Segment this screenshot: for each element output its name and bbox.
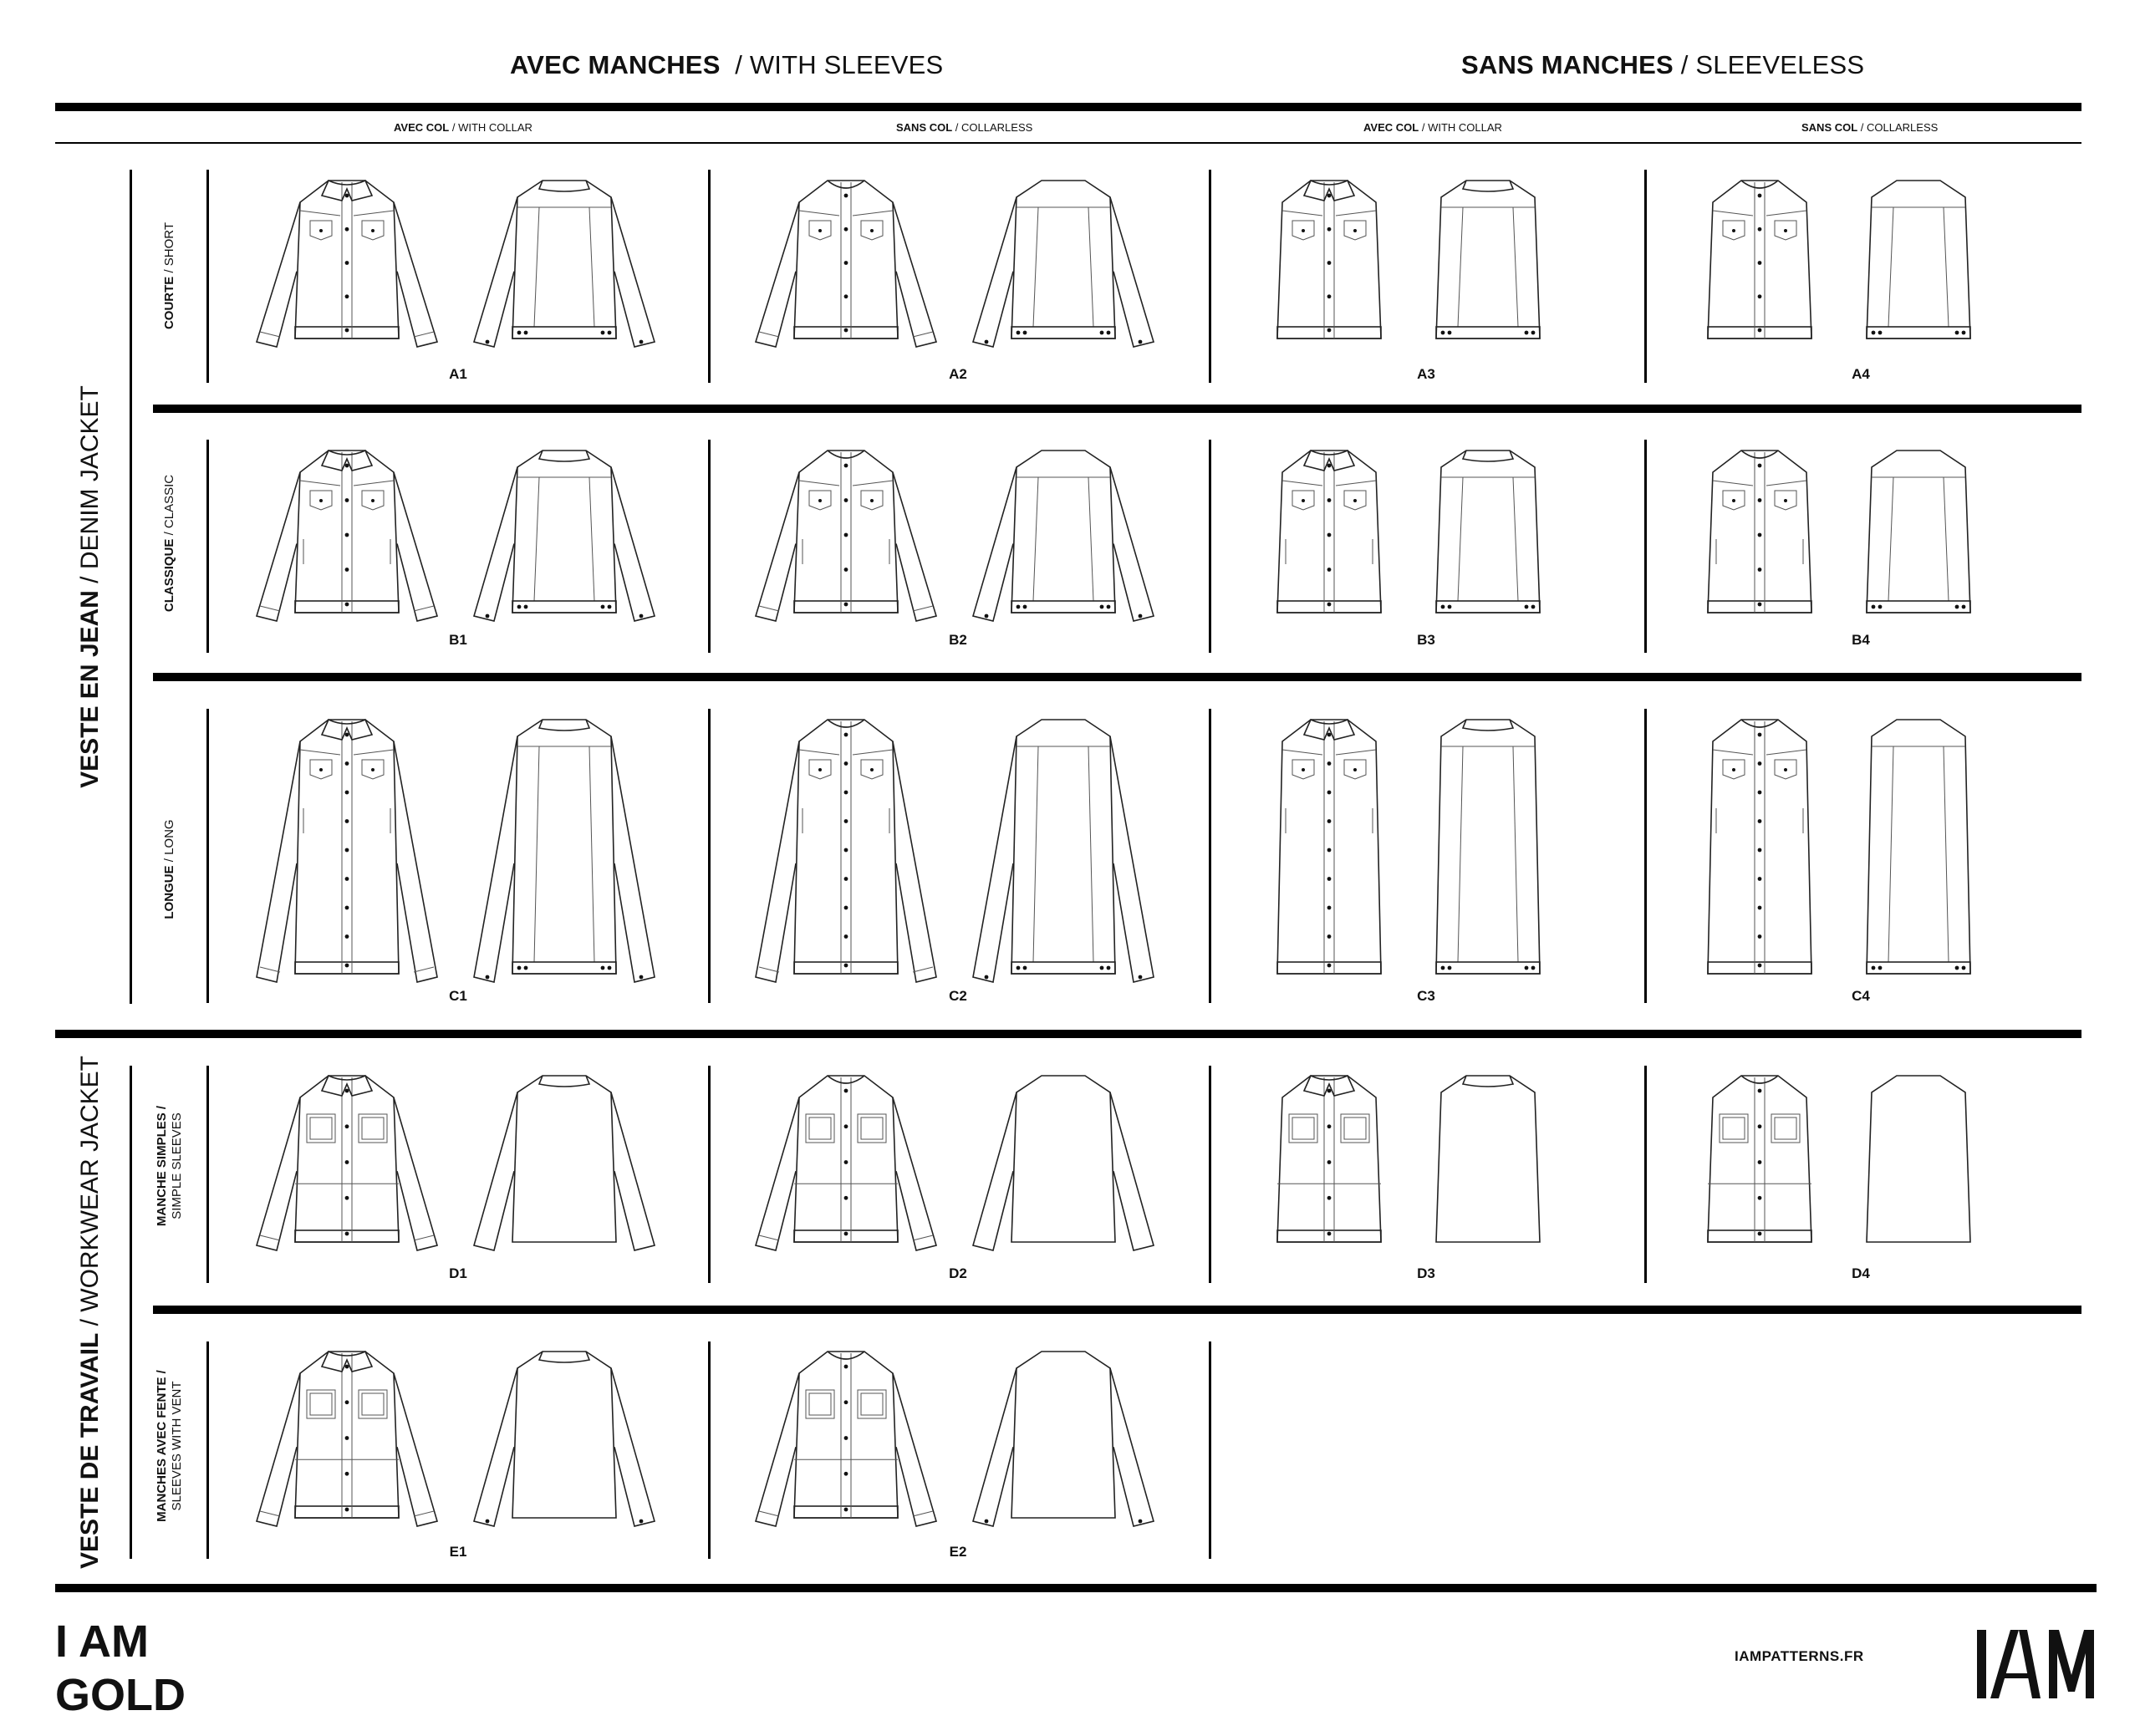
jacket-front-view: [1276, 449, 1382, 613]
cell-divider: [206, 1066, 209, 1283]
cell-divider: [1209, 170, 1211, 383]
jacket-back-view: [472, 180, 656, 348]
code-label: A3: [1417, 366, 1435, 382]
code-label: B1: [449, 632, 467, 648]
row-label-classic: CLASSIQUE / CLASSIC: [162, 474, 176, 613]
code-label: C2: [949, 988, 967, 1004]
jacket-front-view: [754, 180, 938, 348]
row-label-long: LONGUE / LONG: [162, 819, 176, 919]
jacket-front-view: [256, 718, 438, 983]
jacket-back-view: [473, 1351, 655, 1527]
cell-divider: [206, 440, 209, 653]
jacket-front-view: [1276, 179, 1382, 339]
cell-divider: [1644, 440, 1647, 653]
subheader-collarless-1: SANS COL / COLLARLESS: [896, 121, 1033, 134]
jacket-front-view: [1276, 1074, 1382, 1243]
top-thick-rule: [55, 103, 2081, 111]
cell-divider: [708, 440, 711, 653]
row-label-simple-sleeves: MANCHE SIMPLES /SIMPLE SLEEVES: [155, 1105, 184, 1227]
denim-group-line: [130, 170, 132, 1004]
group-label-workwear: VESTE DE TRAVAIL / WORKWEAR JACKET: [76, 1056, 104, 1569]
subheader-collarless-2: SANS COL / COLLARLESS: [1801, 121, 1939, 134]
code-label: B4: [1852, 632, 1870, 648]
code-label: D3: [1417, 1265, 1435, 1281]
row-separator-ab: [153, 405, 2081, 413]
jacket-front-view: [1707, 1075, 1812, 1243]
row-label-short: COURTE / SHORT: [162, 221, 176, 330]
jacket-front-view: [1707, 180, 1812, 339]
jacket-back-view: [1435, 450, 1541, 613]
code-label: C3: [1417, 988, 1435, 1004]
code-label: C4: [1852, 988, 1870, 1004]
jacket-front-view: [1707, 719, 1812, 975]
iam-logo: [1977, 1630, 2094, 1698]
code-label: A2: [949, 366, 967, 382]
cell-divider: [206, 709, 209, 1003]
cell-divider: [206, 1341, 209, 1559]
group-label-denim: VESTE EN JEAN / DENIM JACKET: [76, 385, 104, 788]
jacket-back-view: [1435, 180, 1541, 339]
jacket-front-view: [754, 1075, 938, 1251]
jacket-back-view: [971, 450, 1155, 622]
jacket-back-view: [1435, 1075, 1541, 1243]
jacket-back-view: [972, 719, 1154, 983]
jacket-front-view: [755, 719, 937, 983]
header-with-sleeves: AVEC MANCHES / WITH SLEEVES: [510, 50, 944, 79]
jacket-back-view: [1866, 450, 1971, 613]
cell-divider: [708, 170, 711, 383]
jacket-front-view: [255, 179, 439, 348]
jacket-back-view: [472, 450, 656, 622]
code-label: B3: [1417, 632, 1435, 648]
row-separator-de: [153, 1306, 2081, 1314]
cell-divider: [708, 1341, 711, 1559]
jacket-front-view: [754, 1351, 938, 1527]
cell-divider: [1644, 170, 1647, 383]
jacket-front-view: [255, 449, 439, 622]
jacket-back-view: [972, 1351, 1154, 1527]
code-label: C1: [449, 988, 467, 1004]
group-separator: [55, 1030, 2081, 1038]
code-label: B2: [949, 632, 967, 648]
jacket-back-view: [1866, 1075, 1971, 1243]
bottom-thick-rule: [55, 1584, 2097, 1592]
cell-divider: [206, 170, 209, 383]
cell-divider: [708, 709, 711, 1003]
jacket-front-view: [255, 1350, 439, 1527]
jacket-back-view: [1435, 719, 1541, 975]
cell-divider: [708, 1066, 711, 1283]
cell-divider: [1644, 1066, 1647, 1283]
jacket-front-view: [754, 450, 938, 622]
code-label: E1: [449, 1544, 467, 1560]
code-label: D4: [1852, 1265, 1870, 1281]
header-sleeveless: SANS MANCHES / SLEEVELESS: [1461, 50, 1865, 79]
cell-divider: [1209, 440, 1211, 653]
code-label: D1: [449, 1265, 467, 1281]
jacket-front-view: [1707, 450, 1812, 613]
jacket-back-view: [1866, 180, 1971, 339]
subheader-with-collar-1: AVEC COL / WITH COLLAR: [394, 121, 532, 134]
jacket-front-view: [255, 1074, 439, 1251]
jacket-back-view: [972, 1075, 1154, 1251]
jacket-back-view: [473, 1075, 655, 1251]
cell-divider: [1209, 1341, 1211, 1559]
cell-divider: [1644, 709, 1647, 1003]
code-label: D2: [949, 1265, 967, 1281]
cell-divider: [1209, 1066, 1211, 1283]
jacket-front-view: [1276, 718, 1382, 975]
subheader-rule: [55, 142, 2081, 144]
jacket-back-view: [971, 180, 1155, 348]
cell-divider: [1209, 709, 1211, 1003]
website-link[interactable]: IAMPATTERNS.FR: [1735, 1648, 1864, 1664]
code-label: E2: [949, 1544, 967, 1560]
row-separator-bc: [153, 673, 2081, 681]
row-label-sleeves-vent: MANCHES AVEC FENTE /SLEEVES WITH VENT: [155, 1370, 184, 1522]
jacket-back-view: [1866, 719, 1971, 975]
code-label: A4: [1852, 366, 1870, 382]
jacket-back-view: [473, 719, 655, 983]
code-label: A1: [449, 366, 467, 382]
workwear-group-line: [130, 1066, 132, 1559]
subheader-with-collar-2: AVEC COL / WITH COLLAR: [1363, 121, 1502, 134]
